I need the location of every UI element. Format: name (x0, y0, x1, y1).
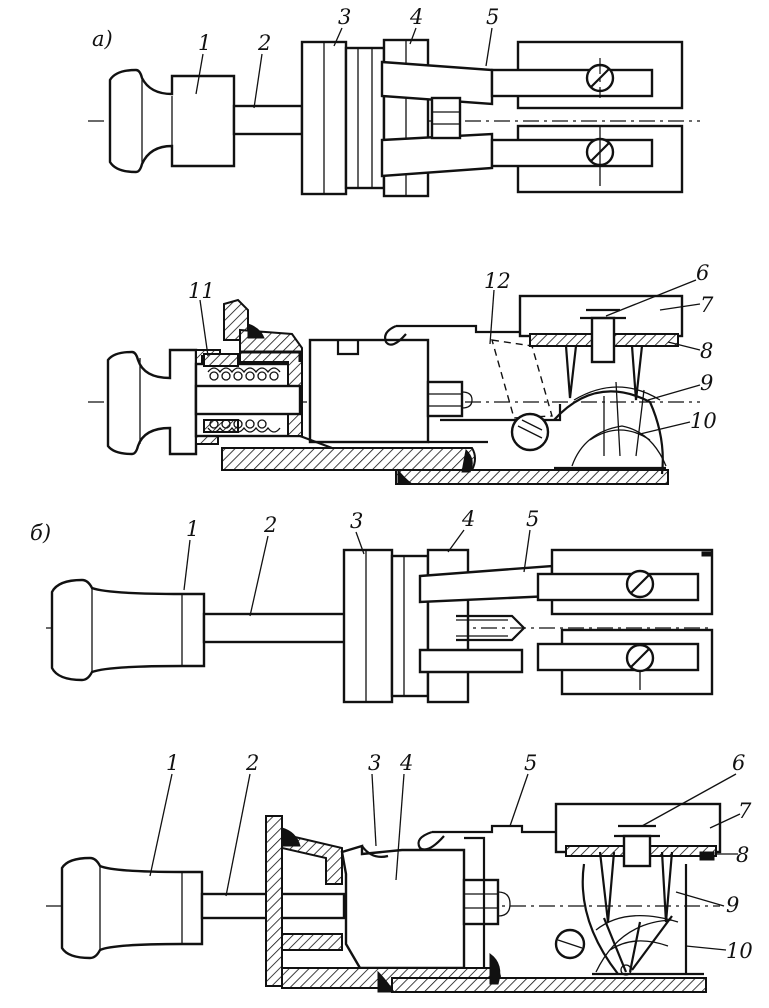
callout-a-top-3: 3 (338, 5, 351, 29)
leader-lines (149, 27, 741, 951)
callout-a-top-1: 1 (198, 31, 211, 55)
view-label-b: б) (30, 521, 51, 545)
callout-b-sec-5: 5 (524, 751, 537, 775)
view-label-a: а) (92, 27, 113, 51)
callout-b-sec-4: 4 (399, 751, 413, 775)
spring-coils (207, 367, 281, 433)
callout-b-sec-8: 8 (736, 843, 749, 867)
callout-a-sec-6: 6 (696, 261, 709, 285)
callout-a-sec-12: 12 (484, 269, 511, 293)
view-a-section (88, 294, 700, 485)
callout-b-top-4: 4 (461, 507, 475, 531)
callout-b-sec-9: 9 (726, 893, 739, 917)
callout-b-top-3: 3 (350, 509, 363, 533)
view-b-top (46, 548, 714, 704)
view-a-labels: а) 1 2 3 4 5 6 7 8 9 10 11 12 (92, 5, 717, 433)
callout-b-top-2: 2 (263, 513, 277, 537)
callout-a-sec-8: 8 (700, 339, 713, 363)
callout-a-sec-11: 11 (188, 279, 215, 303)
view-b-section (46, 802, 722, 993)
callout-b-top-5: 5 (526, 507, 539, 531)
callout-b-sec-2: 2 (245, 751, 259, 775)
view-b-labels: б) 1 2 3 4 5 1 2 3 4 5 6 7 8 9 10 (30, 507, 753, 963)
callout-b-sec-3: 3 (368, 751, 381, 775)
callout-b-sec-1: 1 (166, 751, 179, 775)
callout-a-sec-9: 9 (700, 371, 713, 395)
callout-a-top-2: 2 (257, 31, 271, 55)
callout-b-sec-6: 6 (732, 751, 745, 775)
callout-b-sec-10: 10 (726, 939, 753, 963)
callout-b-sec-7: 7 (738, 799, 752, 823)
callout-b-top-1: 1 (186, 517, 199, 541)
callout-a-top-4: 4 (409, 5, 423, 29)
callout-a-sec-10: 10 (690, 409, 717, 433)
callout-a-top-5: 5 (486, 5, 499, 29)
view-a-top (88, 38, 700, 198)
callout-a-sec-7: 7 (700, 293, 714, 317)
